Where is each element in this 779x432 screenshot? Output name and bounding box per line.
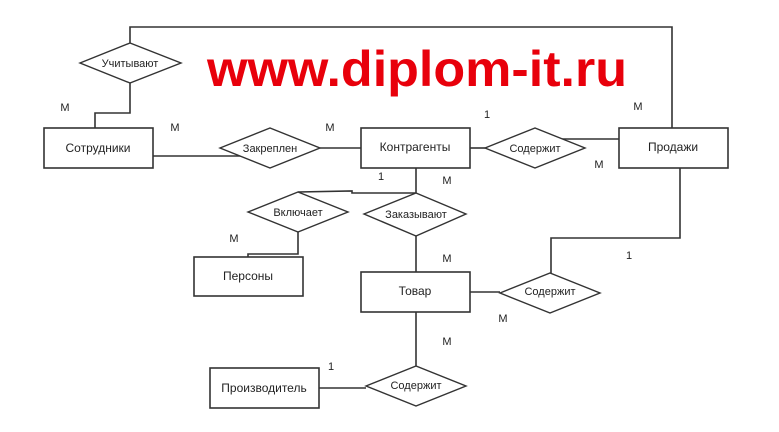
relationship-label: Закреплен: [243, 143, 297, 155]
relationship-includes: Включает: [246, 191, 350, 233]
entity-goods: Товар: [360, 271, 471, 313]
cardinality-label: 1: [328, 361, 334, 373]
relationship-label: Содержит: [524, 286, 575, 298]
line-account-sales: [129, 26, 673, 128]
entity-label: Сотрудники: [66, 141, 131, 155]
line-account-employees: [94, 83, 131, 128]
cardinality-label: 1: [626, 250, 632, 262]
connectors: [94, 26, 681, 389]
entity-counterparties: Контрагенты: [360, 127, 471, 169]
entity-label: Товар: [399, 284, 432, 298]
relationship-label: Заказывают: [385, 209, 447, 221]
line-includes-orders: [297, 190, 416, 194]
relationship-contains-manufacturer: Содержит: [364, 365, 468, 407]
relationship-label: Содержит: [509, 143, 560, 155]
cardinality-label: 1: [378, 171, 384, 183]
cardinality-label: М: [229, 233, 238, 245]
relationship-label: Содержит: [390, 380, 441, 392]
cardinality-label: М: [442, 336, 451, 348]
entity-employees: Сотрудники: [43, 127, 154, 169]
relationship-assigned: Закреплен: [218, 127, 322, 169]
cardinality-label: М: [594, 159, 603, 171]
cardinality-label: М: [442, 175, 451, 187]
entity-sales: Продажи: [618, 127, 729, 169]
cardinality-label: 1: [484, 109, 490, 121]
entity-label: Продажи: [648, 140, 698, 154]
entity-manufacturer: Производитель: [209, 367, 320, 409]
cardinality-label: М: [170, 122, 179, 134]
cardinality-label: М: [60, 102, 69, 114]
relationship-label: Учитывают: [102, 58, 159, 70]
entity-label: Контрагенты: [380, 140, 451, 154]
cardinality-label: М: [498, 313, 507, 325]
watermark: www.diplom-it.ru: [206, 41, 627, 97]
cardinality-label: М: [325, 122, 334, 134]
relationship-orders: Заказывают: [362, 192, 468, 237]
line-includes-persons: [247, 232, 299, 257]
cardinality-label: М: [633, 101, 642, 113]
entity-label: Производитель: [221, 381, 306, 395]
relationship-contains-goods: Содержит: [498, 272, 602, 314]
entity-label: Персоны: [223, 269, 273, 283]
relationship-label: Включает: [273, 207, 322, 219]
cardinality-label: М: [442, 253, 451, 265]
relationship-contains-sales: Содержит: [483, 127, 587, 169]
entity-persons: Персоны: [193, 256, 304, 297]
relationship-account: Учитывают: [78, 42, 183, 84]
line-sales-contains-goods: [550, 168, 681, 273]
cardinalities: М М М 1 М М 1 М М М 1 М М 1: [60, 101, 642, 373]
